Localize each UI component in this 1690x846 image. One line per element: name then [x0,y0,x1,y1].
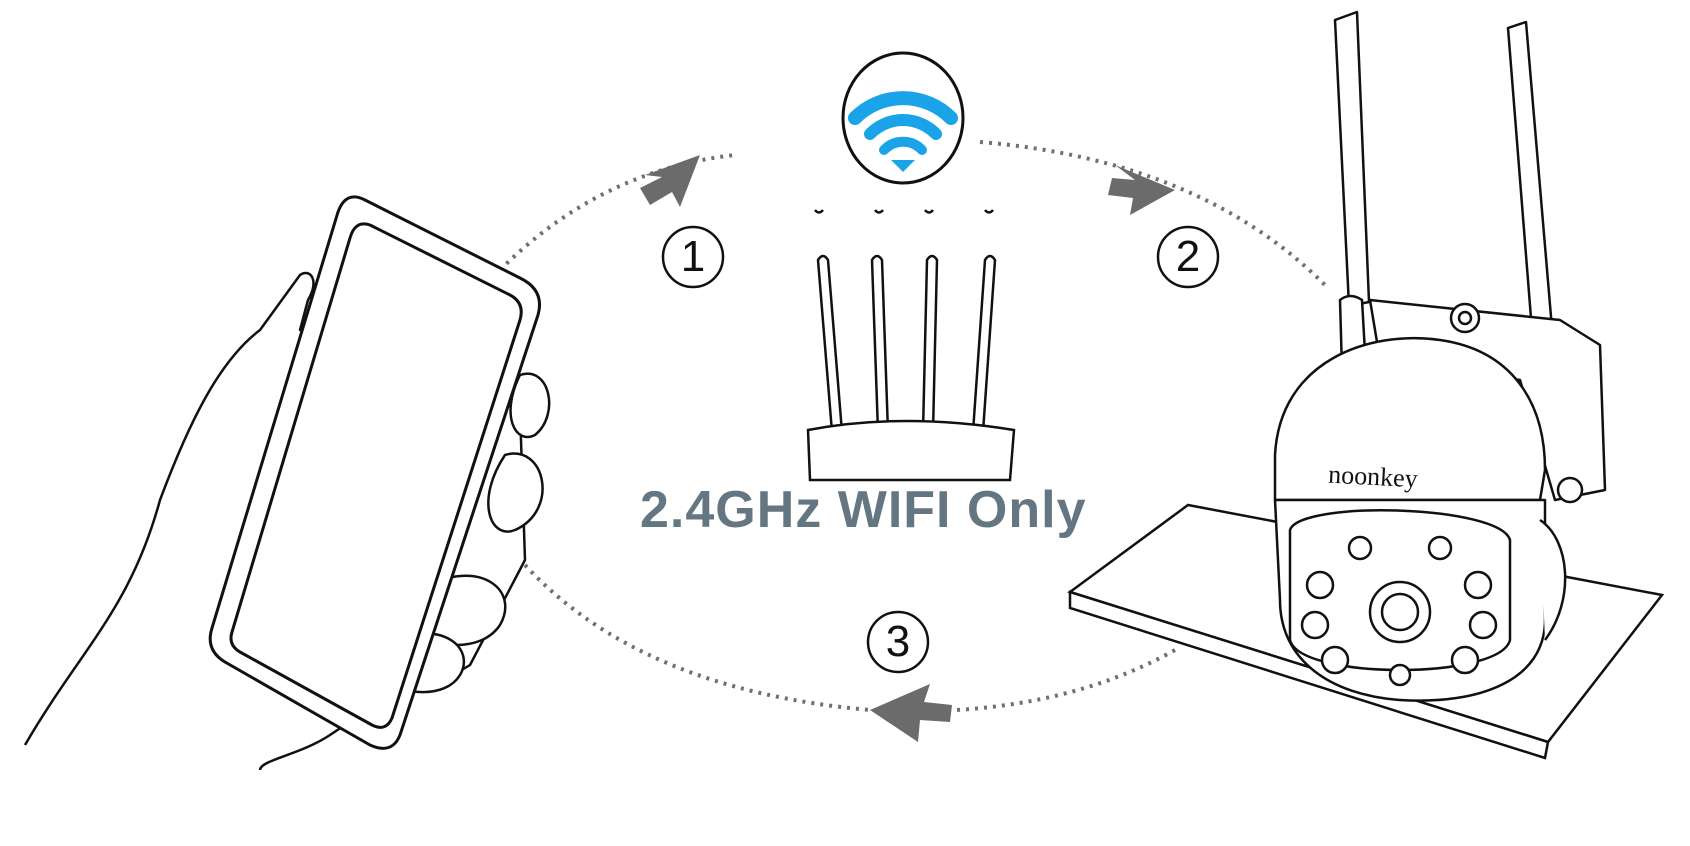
step-2-circle [1156,225,1220,289]
step-3-label: 3 [885,617,911,666]
step-1-circle [661,225,725,289]
camera-brand-label: noonkey [1327,459,1419,494]
router-icon [806,209,1016,482]
step-circles [661,225,1220,674]
phone-icon [208,195,541,750]
wifi-icon [841,51,965,185]
arrow-icon [640,155,1175,742]
frequency-headline: 2.4GHz WIFI Only [640,481,1087,539]
step-3-circle [866,610,930,674]
step-1-label: 1 [680,232,706,281]
camera-icon [1273,10,1607,702]
connection-path [498,140,1327,714]
step-2-label: 2 [1175,232,1201,281]
